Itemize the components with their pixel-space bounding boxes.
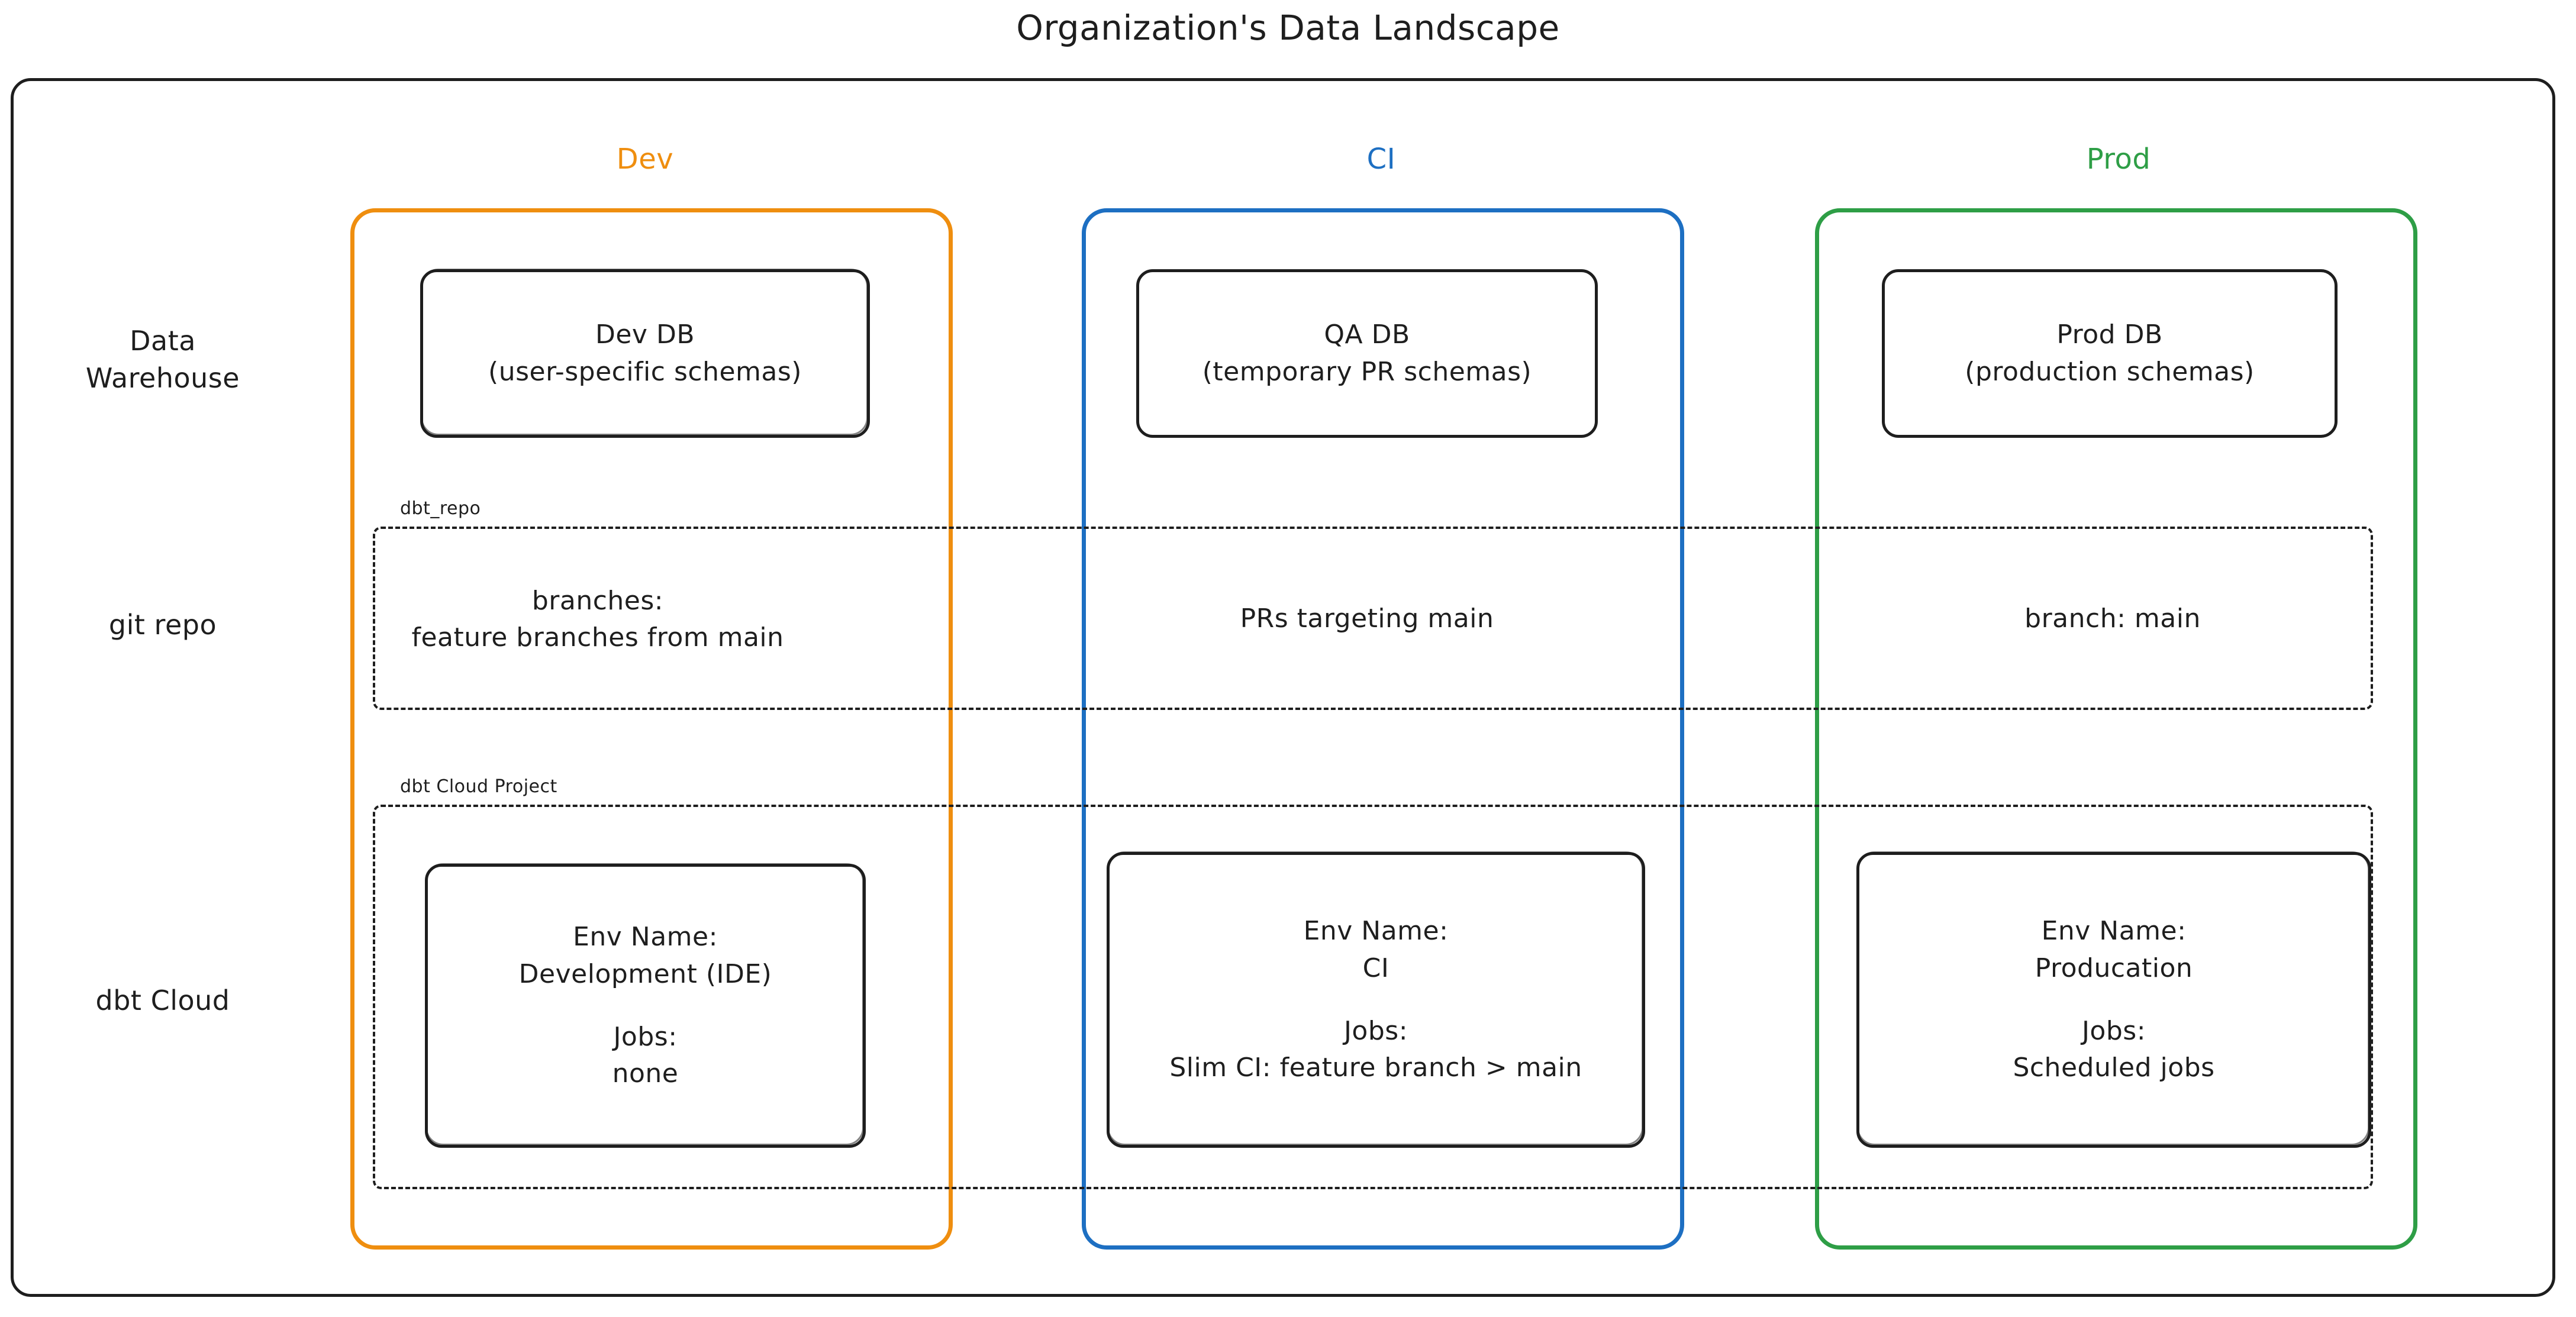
node-dev-db-subtitle: (user-specific schemas): [488, 356, 802, 387]
node-dbt-cloud-ci[interactable]: Env Name: CI Jobs: Slim CI: feature bran…: [1107, 851, 1645, 1148]
node-qa-db[interactable]: QA DB (temporary PR schemas): [1136, 269, 1598, 438]
node-prod-db[interactable]: Prod DB (production schemas): [1882, 269, 2338, 438]
node-dbt-cloud-prod-jobs-label: Jobs:: [2081, 1016, 2146, 1046]
node-dbt-cloud-ci-jobs-label: Jobs:: [1343, 1016, 1408, 1046]
row-label-dbt-cloud: dbt Cloud: [95, 984, 230, 1016]
node-dbt-cloud-dev-env-value: Development (IDE): [518, 958, 772, 989]
env-column-prod: [1815, 208, 2417, 1250]
git-repo-dev-line1: branches:: [531, 586, 664, 616]
git-repo-dev-line2: feature branches from main: [411, 622, 784, 653]
node-dbt-cloud-ci-env-label: Env Name:: [1303, 916, 1449, 947]
column-header-dev: Dev: [616, 143, 674, 176]
group-box-dbt-cloud-project: [373, 805, 2373, 1189]
column-header-ci: CI: [1366, 143, 1396, 176]
node-prod-db-title: Prod DB: [2056, 319, 2163, 350]
node-dbt-cloud-prod[interactable]: Env Name: Producation Jobs: Scheduled jo…: [1856, 851, 2371, 1148]
node-prod-db-subtitle: (production schemas): [1965, 356, 2255, 387]
group-tag-dbt-repo: dbt_repo: [394, 500, 487, 518]
group-tag-dbt-cloud-project: dbt Cloud Project: [394, 778, 563, 796]
git-repo-dev: branches: feature branches from main: [379, 583, 817, 657]
row-label-git-repo: git repo: [108, 609, 217, 641]
node-dbt-cloud-ci-jobs-value: Slim CI: feature branch > main: [1169, 1053, 1582, 1083]
env-column-ci: [1082, 208, 1684, 1250]
row-label-line2: Warehouse: [85, 362, 240, 395]
node-qa-db-title: QA DB: [1324, 319, 1410, 350]
node-dbt-cloud-ci-env-value: CI: [1362, 953, 1389, 983]
node-dbt-cloud-dev[interactable]: Env Name: Development (IDE) Jobs: none: [425, 863, 866, 1148]
env-column-dev: [350, 208, 953, 1250]
node-qa-db-subtitle: (temporary PR schemas): [1202, 356, 1532, 387]
node-dbt-cloud-dev-env-label: Env Name:: [573, 922, 718, 953]
node-dbt-cloud-prod-env-value: Producation: [2035, 953, 2193, 983]
git-repo-ci: PRs targeting main: [1240, 603, 1494, 634]
node-dbt-cloud-prod-jobs-value: Scheduled jobs: [2013, 1053, 2215, 1083]
row-label-data-warehouse: Data Warehouse: [24, 322, 302, 398]
node-dbt-cloud-prod-env-label: Env Name:: [2041, 916, 2187, 947]
node-dbt-cloud-dev-jobs-value: none: [612, 1058, 679, 1089]
column-header-prod: Prod: [2086, 143, 2151, 176]
git-repo-prod: branch: main: [2024, 603, 2201, 634]
node-dbt-cloud-dev-jobs-label: Jobs:: [613, 1022, 678, 1052]
group-box-dbt-repo: [373, 527, 2373, 710]
node-dev-db-title: Dev DB: [595, 319, 695, 350]
row-label-line1: Data: [130, 325, 196, 357]
node-dev-db[interactable]: Dev DB (user-specific schemas): [420, 269, 870, 438]
page-title: Organization's Data Landscape: [1016, 8, 1560, 48]
